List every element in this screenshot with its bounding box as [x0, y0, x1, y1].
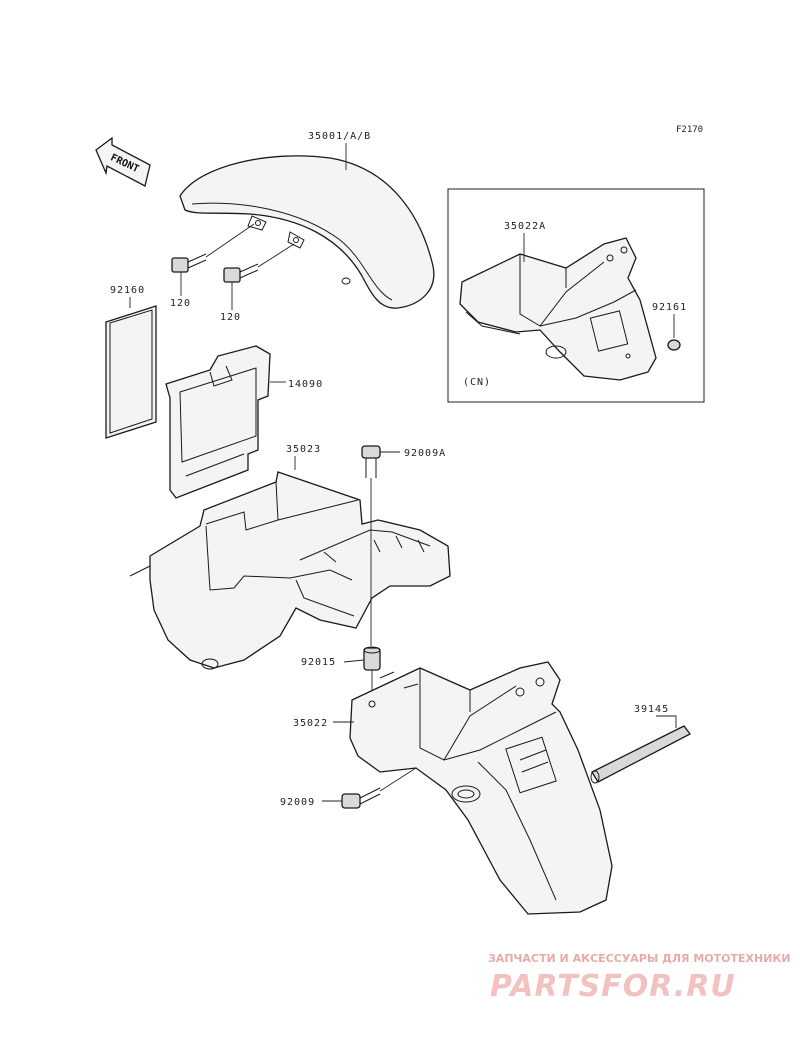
label-rear-fender: 35022 [293, 718, 328, 729]
front-fender [179, 155, 435, 309]
bolt-top-icon [361, 445, 381, 478]
label-rear-inner-fender: 35023 [286, 444, 321, 455]
label-bolt-right: 120 [220, 312, 241, 323]
collar-icon [363, 646, 381, 671]
label-collar: 92015 [301, 657, 336, 668]
rod-icon [590, 725, 691, 784]
label-cover: 14090 [288, 379, 323, 390]
watermark-brand: PARTSFOR.RU [490, 969, 736, 1004]
front-arrow-icon: FRONT [95, 136, 151, 187]
label-plate: 92160 [110, 285, 145, 296]
label-rod: 39145 [634, 704, 669, 715]
cap-icon [667, 339, 681, 351]
battery-cover [165, 345, 271, 499]
label-inset-fender: 35022A [504, 221, 546, 232]
inset-cn-variant [447, 188, 705, 403]
bolt-right-icon [223, 263, 259, 283]
label-bolt-top: 92009A [404, 448, 446, 459]
label-front-fender: 35001/A/B [308, 131, 371, 142]
label-inset-cap: 92161 [652, 302, 687, 313]
rear-inner-fender [129, 471, 451, 670]
reflector-plate [105, 305, 157, 439]
label-bolt-left: 120 [170, 298, 191, 309]
bolt-bottom-icon [341, 787, 381, 809]
watermark-caption: ЗАПЧАСТИ И АКСЕССУАРЫ ДЛЯ МОТОТЕХНИКИ [488, 952, 791, 965]
bolt-left-icon [171, 253, 207, 273]
figure-code: F2170 [676, 125, 703, 135]
inset-note: (CN) [463, 377, 491, 388]
rear-fender [349, 661, 613, 915]
label-bolt-bottom: 92009 [280, 797, 315, 808]
